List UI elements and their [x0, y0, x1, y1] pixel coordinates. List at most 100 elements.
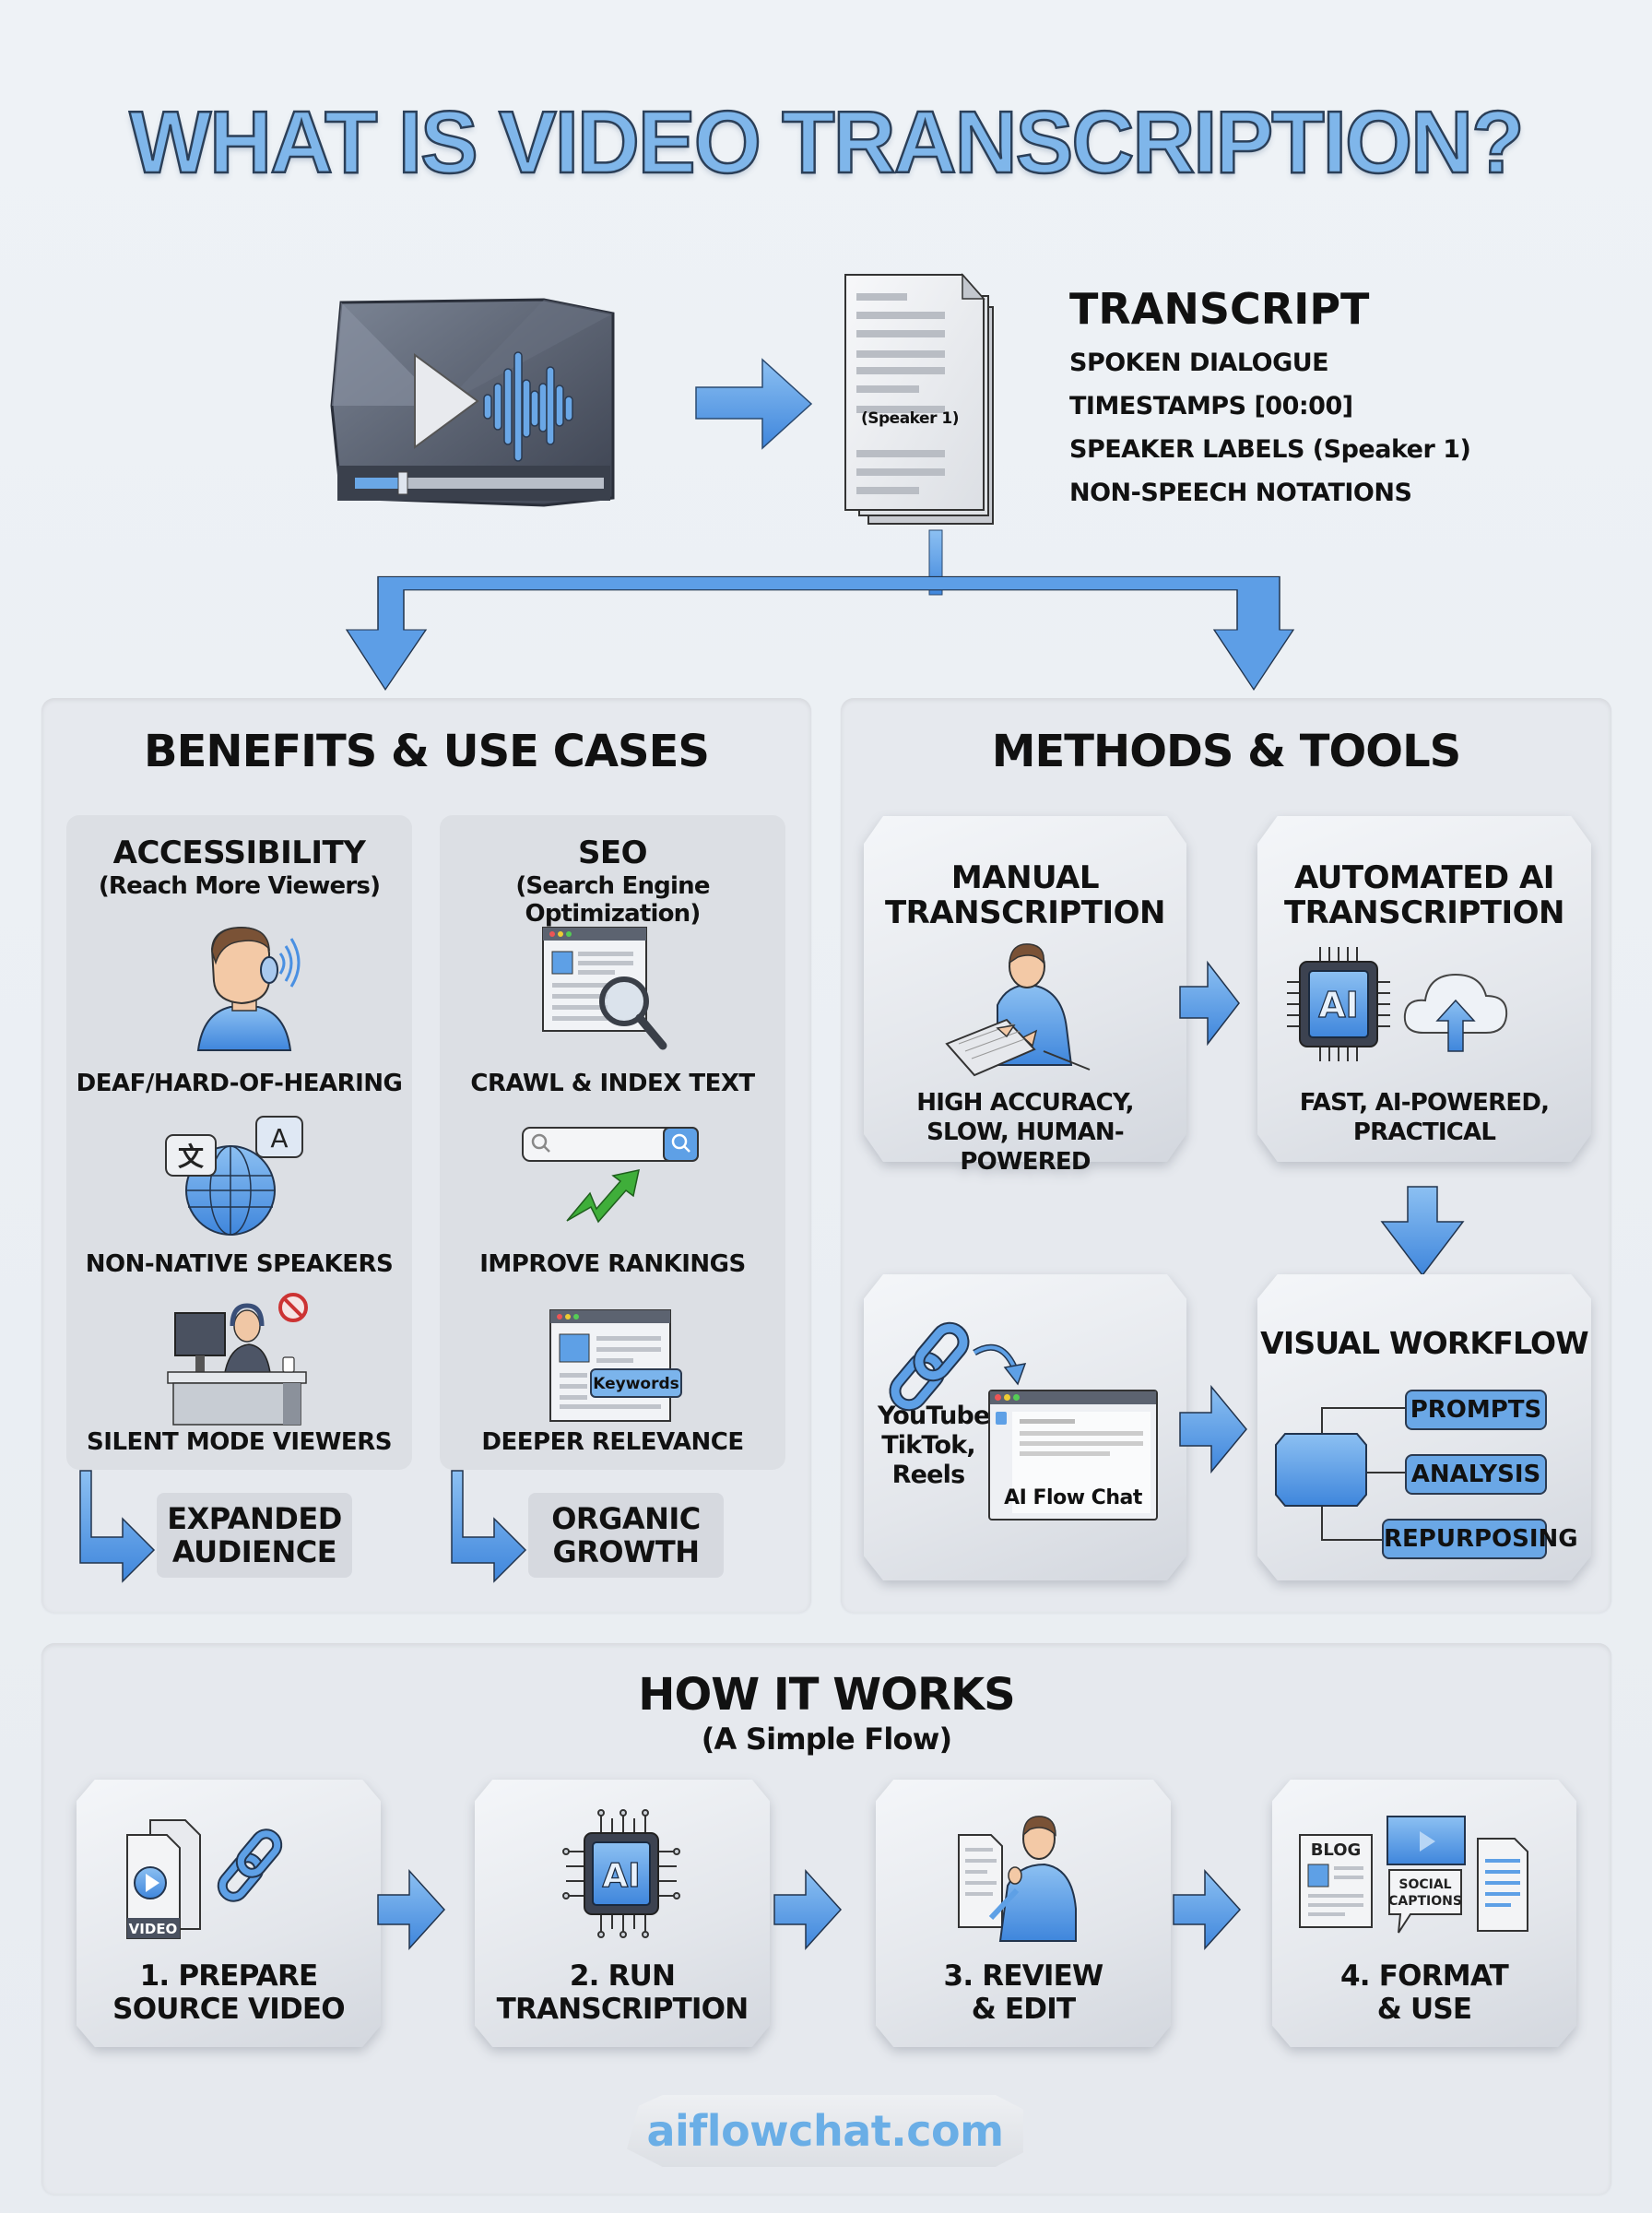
ai-flow-chat-label: AI Flow Chat — [1004, 1486, 1142, 1509]
step-label-line: 3. REVIEW — [943, 1959, 1104, 1993]
elbow-arrow-icon — [451, 1470, 527, 1583]
arrow-right-icon — [773, 1869, 843, 1950]
arrow-down-icon — [1380, 1186, 1465, 1277]
manual-heading: MANUAL TRANSCRIPTION — [864, 860, 1186, 930]
seo-card: SEO (Search Engine Optimization) CRAWL &… — [440, 815, 785, 1470]
window-titlebar — [990, 1391, 1156, 1404]
footer-site-link[interactable]: aiflowchat.com — [646, 2106, 1004, 2156]
split-arrow-connector — [345, 529, 1295, 692]
benefit-label: DEEPER RELEVANCE — [481, 1428, 744, 1456]
benefit-label: CRAWL & INDEX TEXT — [470, 1070, 755, 1097]
automated-heading: AUTOMATED AI TRANSCRIPTION — [1257, 860, 1591, 930]
ai-chip-cloud-upload-icon: AI — [1287, 947, 1508, 1061]
workflow-branch-repurposing: REPURPOSING — [1382, 1519, 1578, 1559]
manual-desc: HIGH ACCURACY, SLOW, HUMAN-POWERED — [864, 1088, 1186, 1177]
arrow-right-icon — [377, 1869, 446, 1950]
blog-social-captions-icon: BLOG SOCIAL CAPTIONS — [1299, 1816, 1528, 1934]
step-label-line: & EDIT — [971, 1993, 1076, 2026]
video-file-label: VIDEO — [129, 1921, 178, 1937]
chinese-glyph: 文 — [178, 1142, 204, 1172]
step-label-line: & USE — [1376, 1993, 1472, 2026]
transcript-item: SPEAKER LABELS (Speaker 1) — [1069, 435, 1471, 464]
benefits-title: BENEFITS & USE CASES — [144, 726, 710, 777]
arrow-right-icon — [1173, 1869, 1242, 1950]
visual-workflow-card: VISUAL WORKFLOW PROMPTS ANALYSIS REPURPO… — [1257, 1274, 1591, 1580]
heading-line: TRANSCRIPTION — [884, 894, 1166, 931]
webpage-magnifier-icon — [542, 927, 667, 1050]
link-chain-icon — [889, 1321, 1027, 1412]
video-file-link-icon: VIDEO — [126, 1819, 283, 1939]
how-it-works-subtitle: (A Simple Flow) — [701, 1722, 952, 1757]
globe-translate-icon: 文 A — [165, 1116, 303, 1236]
outcome-organic-growth: ORGANIC GROWTH — [528, 1493, 724, 1578]
step-card-format-use: BLOG SOCIAL CAPTIONS 4. FORMAT & USE — [1272, 1780, 1576, 2047]
accessibility-heading: ACCESSIBILITY — [112, 834, 366, 871]
latin-glyph: A — [270, 1123, 288, 1154]
platform-list: YouTube, TikTok, Reels — [878, 1402, 999, 1490]
elbow-arrow-icon — [79, 1470, 156, 1583]
video-play-soundwave-icon — [330, 298, 615, 507]
step-card-run-transcription: AI 2. RUN TRANSCRIPTION — [475, 1780, 770, 2047]
person-typing-keyboard-icon — [945, 943, 1091, 1077]
platform-tiktok: TikTok, — [881, 1431, 975, 1460]
transcript-heading: TRANSCRIPT — [1069, 284, 1370, 334]
keywords-tag: Keywords — [593, 1375, 679, 1393]
manual-transcription-card: MANUAL TRANSCRIPTION HIGH ACCURACY, SLOW… — [864, 816, 1186, 1176]
outcome-line: AUDIENCE — [171, 1534, 337, 1569]
transcript-item: TIMESTAMPS [00:00] — [1069, 392, 1353, 420]
step-label-line: 4. FORMAT — [1340, 1959, 1509, 1993]
benefits-panel: BENEFITS & USE CASES ACCESSIBILITY (Reac… — [41, 698, 811, 1613]
heading-line: MANUAL — [950, 859, 1100, 896]
search-bar-trend-up-icon — [522, 1127, 699, 1224]
step-card-prepare: VIDEO 1. PREPARE SOURCE VIDEO — [77, 1780, 381, 2047]
automated-desc: FAST, AI-POWERED, PRACTICAL — [1257, 1088, 1591, 1147]
step-card-review-edit: 3. REVIEW & EDIT — [876, 1780, 1171, 2047]
video-sources-card: YouTube, TikTok, Reels AI Flow Chat — [864, 1274, 1186, 1580]
arrow-right-icon — [1179, 1384, 1247, 1474]
person-reviewing-document-icon — [958, 1816, 1077, 1942]
seo-heading: SEO — [577, 834, 648, 871]
heading-line: TRANSCRIPTION — [1283, 894, 1565, 931]
desc-line: HIGH ACCURACY, — [916, 1089, 1134, 1117]
outcome-expanded-audience: EXPANDED AUDIENCE — [157, 1493, 352, 1578]
transcript-features: TRANSCRIPT SPOKEN DIALOGUE TIMESTAMPS [0… — [1069, 284, 1471, 507]
methods-title: METHODS & TOOLS — [991, 726, 1461, 777]
person-hearing-aid-icon — [196, 926, 301, 1051]
methods-panel: METHODS & TOOLS MANUAL TRANSCRIPTION HIG… — [841, 698, 1611, 1613]
workflow-branch-analysis: ANALYSIS — [1405, 1454, 1547, 1495]
platform-youtube: YouTube, — [878, 1402, 999, 1430]
automated-ai-transcription-card: AUTOMATED AI TRANSCRIPTION AI FAST, AI-P… — [1257, 816, 1591, 1162]
blog-label: BLOG — [1311, 1840, 1362, 1860]
page-title: WHAT IS VIDEO TRANSCRIPTION? — [128, 92, 1526, 194]
footer-site-badge[interactable]: aiflowchat.com — [627, 2095, 1023, 2167]
how-it-works-title: HOW IT WORKS — [638, 1669, 1015, 1721]
ai-chip-label: AI — [602, 1857, 640, 1895]
desc-line: FAST, AI-POWERED, — [1299, 1089, 1550, 1117]
platform-reels: Reels — [891, 1461, 966, 1489]
transcript-document-icon: (Speaker 1) — [841, 266, 1044, 538]
ai-chip-icon: AI — [562, 1809, 680, 1938]
workflow-heading: VISUAL WORKFLOW — [1260, 1325, 1589, 1361]
arrow-right-icon — [695, 358, 813, 450]
desc-line: PRACTICAL — [1352, 1118, 1496, 1146]
step-label: 1. PREPARE SOURCE VIDEO — [77, 1959, 381, 2026]
step-label: 4. FORMAT & USE — [1272, 1959, 1576, 2026]
outcome-line: ORGANIC — [551, 1501, 701, 1536]
step-label-line: SOURCE VIDEO — [112, 1993, 345, 2026]
ai-chip-label: AI — [1318, 985, 1359, 1025]
social-label: SOCIAL — [1398, 1877, 1451, 1892]
accessibility-card: ACCESSIBILITY (Reach More Viewers) DEAF/… — [66, 815, 412, 1470]
step-label-line: TRANSCRIPTION — [496, 1993, 749, 2026]
captions-label: CAPTIONS — [1388, 1894, 1462, 1909]
muted-office-worker-icon — [167, 1293, 308, 1426]
step-label-line: 2. RUN — [569, 1959, 676, 1993]
workflow-tree-diagram — [1275, 1407, 1405, 1541]
desc-line: SLOW, HUMAN-POWERED — [926, 1118, 1125, 1176]
step-label: 2. RUN TRANSCRIPTION — [475, 1959, 770, 2026]
seo-subheading: (Search Engine Optimization) — [515, 872, 710, 928]
ai-flow-chat-window: AI Flow Chat — [988, 1390, 1158, 1521]
step-label-line: 1. PREPARE — [139, 1959, 319, 1993]
transcript-item: NON-SPEECH NOTATIONS — [1069, 479, 1412, 507]
outcome-line: GROWTH — [552, 1534, 700, 1569]
webpage-keywords-icon: Keywords — [549, 1309, 682, 1422]
